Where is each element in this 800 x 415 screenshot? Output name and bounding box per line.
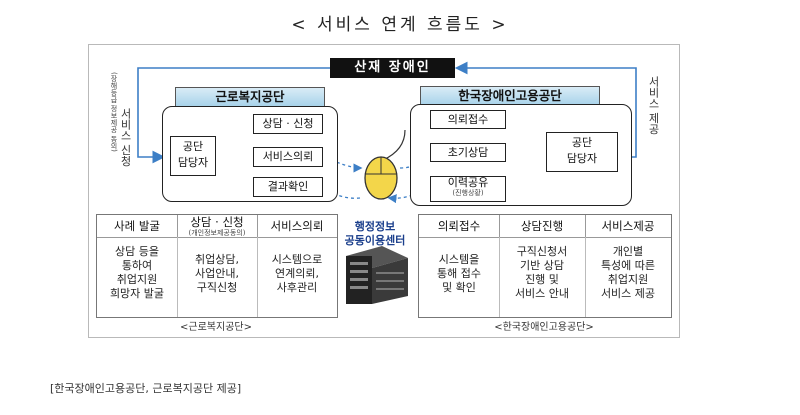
- right-officer-box: 공단 담당자: [546, 132, 618, 172]
- right-step-1: 의뢰접수: [430, 110, 506, 129]
- server-icon: [346, 246, 408, 304]
- right-table-header-1: 의뢰접수: [419, 215, 500, 238]
- arrow-provision: [454, 61, 637, 158]
- arrow-dash-3: [387, 185, 429, 204]
- right-step-3-label: 이력공유: [447, 176, 489, 189]
- right-table-cell-2: 구직신청서 기반 상담 진행 및 서비스 안내: [514, 245, 570, 300]
- left-table-header-1: 사례 발굴: [97, 215, 178, 238]
- right-table-header-2: 상담진행: [499, 215, 586, 238]
- right-table: 의뢰접수 상담진행 서비스제공 시스템을 통해 접수 및 확인 구직신청서 기반…: [418, 214, 672, 318]
- left-officer-box: 공단 담당자: [170, 136, 216, 176]
- left-side-label: 서비스 신청: [119, 108, 132, 167]
- left-table-header-2: 상담 · 신청 (개인정보제공동의): [177, 215, 258, 238]
- diagram-title: < 서비스 연계 흐름도 >: [291, 15, 509, 35]
- left-table-header-2-label: 상담 · 신청: [190, 215, 244, 229]
- right-step-2: 초기상담: [430, 143, 506, 162]
- left-table-header-3: 서비스의뢰: [257, 215, 337, 238]
- left-table-footer: <근로복지공단>: [180, 322, 252, 333]
- left-side-sub: (장해등급 정보제공 동의): [110, 72, 118, 152]
- arrow-dash-1: [319, 154, 363, 173]
- right-org-header: 한국장애인고용공단: [420, 86, 600, 106]
- left-table-header-2-sub: (개인정보제공동의): [188, 229, 246, 237]
- target-banner: 산재 장애인: [330, 58, 455, 78]
- right-side-label: 서비스 제공: [647, 76, 660, 135]
- mouse-icon: [364, 129, 406, 200]
- left-table-cell-3: 시스템으로 연계의뢰, 사후관리: [271, 253, 323, 294]
- right-table-footer: <한국장애인고용공단>: [494, 322, 594, 333]
- arrow-request: [137, 67, 330, 164]
- left-table: 사례 발굴 상담 · 신청 (개인정보제공동의) 서비스의뢰 상담 등을 통하여…: [96, 214, 338, 318]
- left-step-3: 결과확인: [253, 177, 323, 197]
- left-table-cell-2: 취업상담, 사업안내, 구직신청: [195, 253, 239, 294]
- right-step-3-sub: (진행상황): [452, 189, 484, 197]
- left-step-1: 상담 · 신청: [253, 114, 323, 134]
- center-label: 행정정보 공동이용센터: [344, 220, 406, 247]
- left-org-header: 근로복지공단: [175, 87, 325, 107]
- left-step-2: 서비스의뢰: [253, 147, 323, 167]
- right-table-cell-1: 시스템을 통해 접수 및 확인: [437, 253, 481, 294]
- right-step-3: 이력공유 (진행상황): [430, 176, 506, 202]
- source-caption: [한국장애인고용공단, 근로복지공단 제공]: [50, 382, 242, 395]
- right-table-cell-3: 개인별 특성에 따른 취업지원 서비스 제공: [600, 245, 656, 300]
- right-table-header-3: 서비스제공: [585, 215, 671, 238]
- left-table-cell-1: 상담 등을 통하여 취업지원 희망자 발굴: [109, 245, 165, 300]
